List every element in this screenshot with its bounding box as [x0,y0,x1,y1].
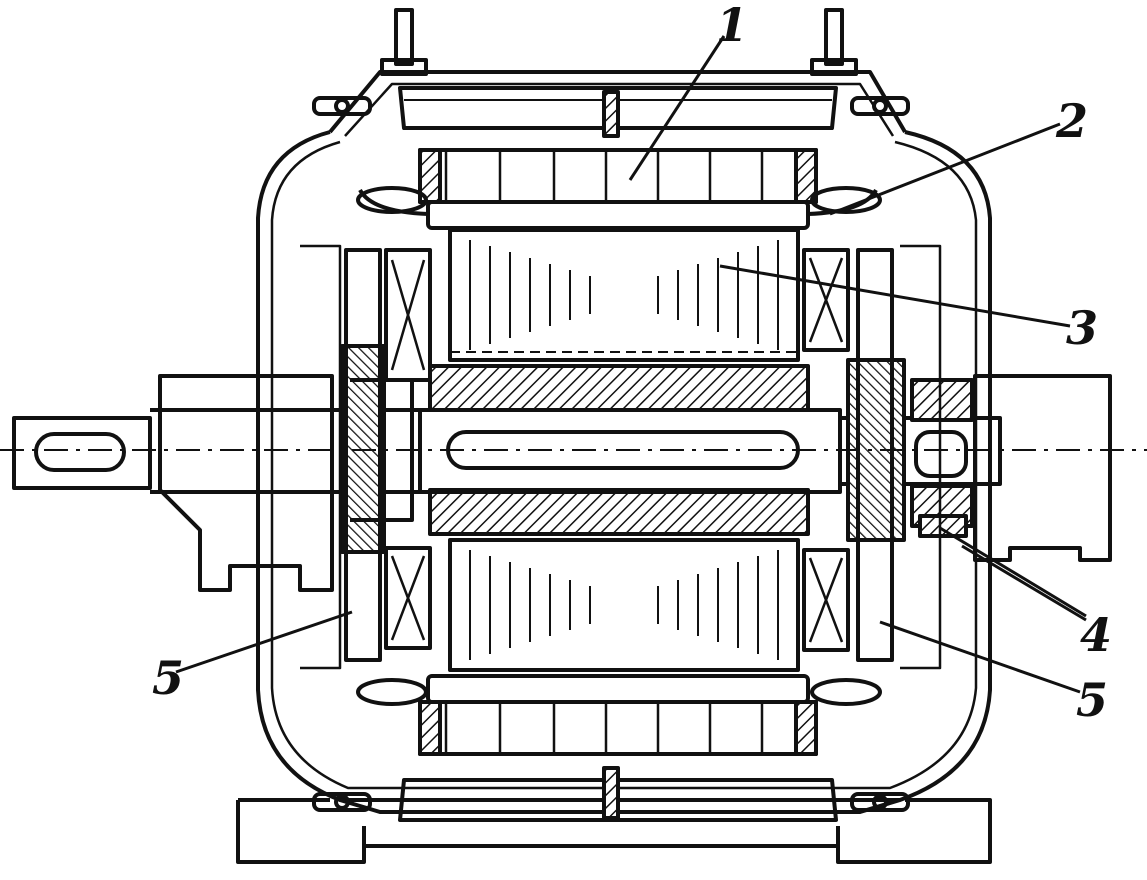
callout-4-slip-rings: 4 [1080,608,1113,662]
callout-5-fan-left: 5 [152,651,185,705]
leader-line-3 [719,264,1071,328]
fan-right [802,248,894,662]
end-shield-right [900,244,942,670]
lifting-bolt-left [380,8,428,76]
clamp-bolt-top-right [850,96,910,116]
clamp-bolt-top-left [312,96,372,116]
callout-5-fan-right: 5 [1076,673,1109,727]
fan-left [344,248,432,662]
rotor-hub-lower [428,488,810,536]
leader-line-5r [879,620,1081,694]
bearing-housing-right [846,358,1112,562]
stator-winding-bottom [418,700,818,756]
bearing-housing-left [158,344,414,592]
leader-line-5l [175,610,353,674]
callout-2-stator-core: 2 [1056,94,1089,148]
clamp-bolt-bottom-left [312,792,372,812]
slip-rings [910,378,974,538]
clamp-bolt-bottom-right [850,792,910,812]
leader-line-2 [829,122,1061,216]
terminal-box-bottom [398,766,838,822]
rotor-core-upper [448,228,800,362]
lifting-bolt-right [810,8,858,76]
rotor-hub-upper [428,364,810,412]
callout-3-rotor-core: 3 [1066,301,1099,355]
leader-lines [175,35,1087,694]
stator-winding-top [418,148,818,204]
callout-1-stator-winding: 1 [716,0,749,52]
terminal-box-top [398,86,838,138]
rotor-core-lower [448,538,800,672]
leader-line-4a [939,526,1087,618]
end-shield-left [300,244,342,670]
leader-line-1 [628,35,726,181]
leader-line-4b [961,544,1087,622]
stator-core-bottom [356,674,882,706]
